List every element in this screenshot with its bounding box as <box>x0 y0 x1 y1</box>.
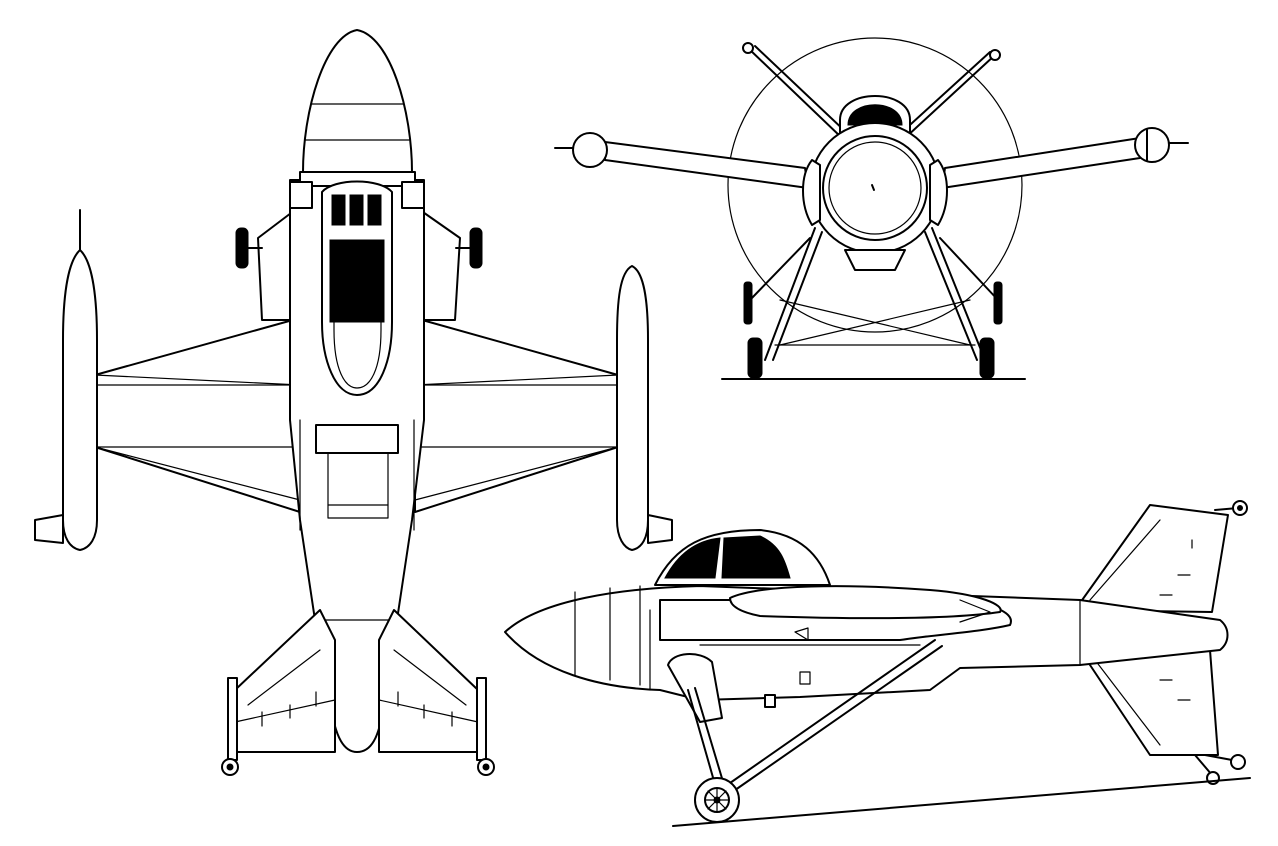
top-view-left-wing <box>94 317 301 513</box>
top-view-right-wingtip-pod <box>616 265 673 551</box>
top-view-left-tail-fin <box>221 609 336 776</box>
top-view-right-tail-fin <box>378 609 495 776</box>
side-view-ground-line <box>672 777 1251 827</box>
side-view-landing-gear <box>667 639 943 823</box>
top-view-right-wing <box>414 317 619 513</box>
top-view-fuselage <box>289 29 425 753</box>
top-view-left-wingtip-pod <box>34 209 98 551</box>
side-view-lower-fin <box>1079 649 1219 756</box>
top-view <box>34 29 673 776</box>
front-view-fuselage <box>802 95 948 271</box>
front-view <box>554 37 1189 380</box>
side-view-upper-fin <box>1074 504 1229 613</box>
front-view-propeller-disc <box>727 37 1023 333</box>
front-view-wings <box>554 127 1189 189</box>
top-view-upper-struts <box>235 209 483 321</box>
front-view-landing-gear <box>721 227 1026 380</box>
side-view <box>504 500 1251 827</box>
